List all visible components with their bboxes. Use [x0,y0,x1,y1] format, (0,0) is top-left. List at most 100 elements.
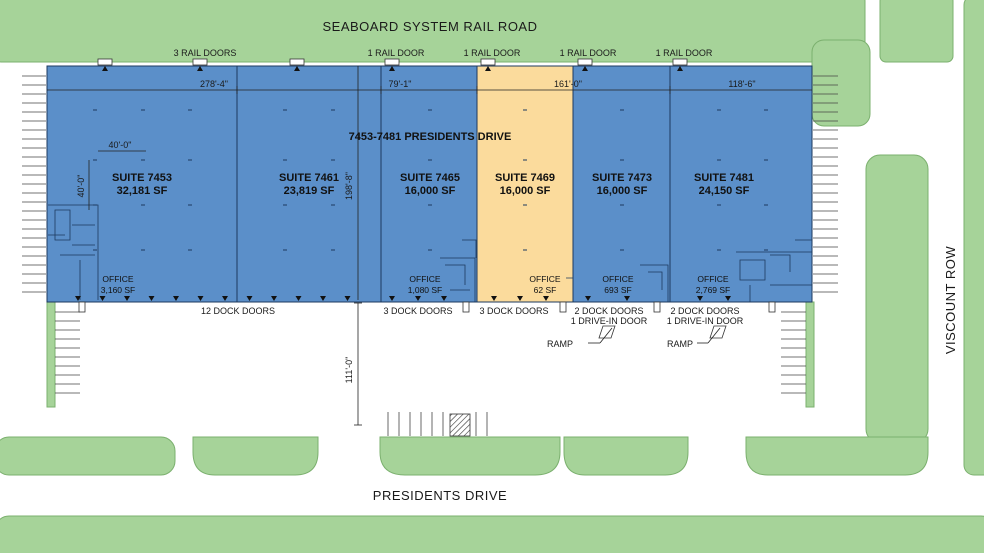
ramp-shape [598,325,616,339]
hatched-pad [449,413,471,437]
suite-area-7481: 24,150 SF [699,185,750,197]
dim-label-161: 161'-0" [554,79,582,89]
ramp-shape [709,325,727,339]
rail-door [577,58,593,66]
rail-door-label-4: 1 RAIL DOOR [560,48,617,58]
dock-door-marker [124,296,130,301]
dim-label-118: 118'-6" [728,79,755,89]
building-title: 7453-7481 PRESIDENTS DRIVE [349,131,512,143]
dim-label-111: 111'-0" [344,357,354,384]
parking-stripes-left-bottom [55,311,80,394]
rail-door-marker [197,66,203,71]
suite-name-7461: SUITE 7461 [279,172,339,184]
grass-top-right-island [811,39,871,127]
dock-door-marker [295,296,302,301]
column-marks [93,109,768,251]
suite-block-3 [380,65,478,303]
suite-name-7465: SUITE 7465 [400,172,460,184]
rail-door-label-3: 1 RAIL DOOR [464,48,521,58]
viscount-row-label: VISCOUNT ROW [943,246,958,355]
rail-door [192,58,208,66]
office-label-7453: OFFICE [102,274,133,284]
rail-door-marker [294,66,300,71]
dock-door-marker [543,296,549,301]
parking-stripes-front [387,412,488,436]
dim-label-40-v: 40'-0" [76,175,86,198]
dock-door-marker [148,296,155,301]
dock-door-marker [624,296,630,301]
parking-stripes-right-top [813,75,838,293]
grass-bottom-island-4 [745,436,929,476]
dock-label-7481-a: 2 DOCK DOORS [670,306,739,316]
dock-bumper [768,301,776,313]
suite-area-7465: 16,000 SF [405,185,456,197]
office-rooms-7453 [48,204,99,300]
parking-stripes-left-top [22,75,46,293]
suite-block-1 [46,65,238,303]
office-rooms-7469 [566,277,574,300]
rail-doors [97,58,688,71]
dock-door-marker [441,296,447,301]
dock-label-7465: 3 DOCK DOORS [383,306,452,316]
office-area-7481: 2,769 SF [696,285,731,295]
dock-door-marker [173,296,179,301]
suite-name-7473: SUITE 7473 [592,172,652,184]
dock-label-7473-b: 1 DRIVE-IN DOOR [571,316,648,326]
dock-door-marker [246,296,253,301]
dock-door-marker [517,296,523,301]
dock-door-marker [725,296,731,301]
rail-door-marker [485,66,491,71]
rail-door [672,58,688,66]
rail-door-marker [677,66,683,71]
grass-bottom-island-3 [563,436,689,476]
grass-parking-left [46,301,56,408]
building-suites [46,65,813,303]
presidents-drive-label: PRESIDENTS DRIVE [373,488,507,503]
office-area-7465: 1,080 SF [408,285,443,295]
dock-door-marker [491,296,497,301]
suite-block-6 [669,65,813,303]
suite-name-7469: SUITE 7469 [495,172,555,184]
dock-label-7469: 3 DOCK DOORS [479,306,548,316]
dock-doors [75,296,776,339]
dim-label-40-h: 40'-0" [109,140,132,150]
dimension-lines [47,66,812,426]
dim-label-79: 79'-1" [389,79,412,89]
dock-label-7481-b: 1 DRIVE-IN DOOR [667,316,744,326]
office-area-7473: 693 SF [604,285,631,295]
dim-label-278: 278'-4" [200,79,228,89]
dim-label-198: 198'-8" [344,172,354,200]
rail-door-label-2: 1 RAIL DOOR [368,48,425,58]
suite-area-7461: 23,819 SF [284,185,335,197]
parking-stripes-right-bottom [781,311,806,394]
dock-door-marker [415,296,421,301]
grass-right-island [865,154,929,444]
suite-block-4 [476,65,574,303]
suite-area-7453: 32,181 SF [117,185,168,197]
dock-door-marker [99,296,106,301]
dock-door-marker [389,296,395,301]
dock-bumper [462,301,470,313]
ramp-leader-1b [599,327,613,344]
office-label-7481: OFFICE [697,274,728,284]
dock-bumper [559,301,567,313]
office-rooms-7473 [640,264,669,302]
office-label-7473: OFFICE [602,274,633,284]
office-area-7469: 62 SF [534,285,557,295]
suite-area-7469: 16,000 SF [500,185,551,197]
dock-bumper [653,301,661,313]
dock-label-12: 12 DOCK DOORS [201,306,275,316]
grass-right-strip [963,0,984,476]
suite-name-7481: SUITE 7481 [694,172,754,184]
grass-top-right-corner [879,0,954,63]
dock-door-marker [197,296,204,301]
office-rooms-7481 [736,239,812,302]
rail-door [289,58,305,66]
dock-door-marker [75,296,81,301]
ramp-label-2: RAMP [667,339,693,349]
grass-bottom-island-1 [192,436,319,476]
rail-door [97,58,113,66]
rail-door-marker [389,66,395,71]
